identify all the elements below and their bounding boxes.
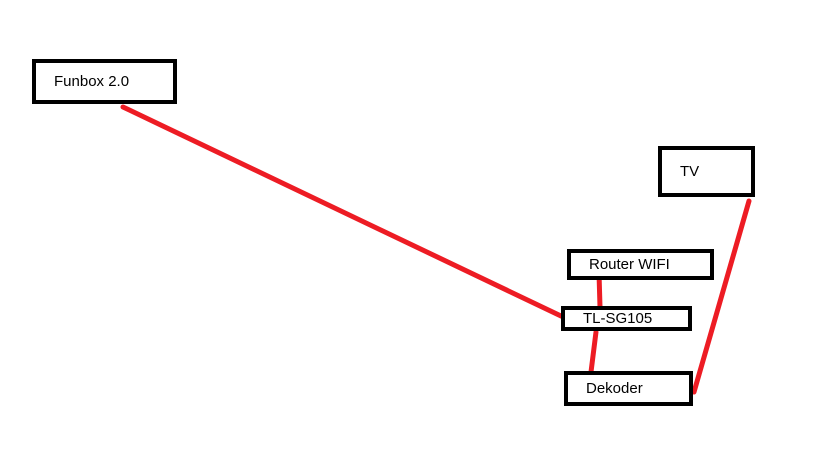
node-router: Router WIFI [567,249,714,280]
node-label-tv: TV [680,163,700,180]
node-switch: TL-SG105 [561,306,692,331]
node-label-router: Router WIFI [589,256,670,273]
node-label-dekoder: Dekoder [586,380,643,397]
edge-switch-dekoder [588,329,599,375]
node-tv: TV [658,146,755,197]
node-dekoder: Dekoder [564,371,693,406]
edge-tv-dekoder [691,198,752,395]
node-label-funbox: Funbox 2.0 [54,73,130,90]
node-funbox: Funbox 2.0 [32,59,177,104]
node-label-switch: TL-SG105 [583,310,653,327]
edge-funbox-switch [120,104,564,319]
